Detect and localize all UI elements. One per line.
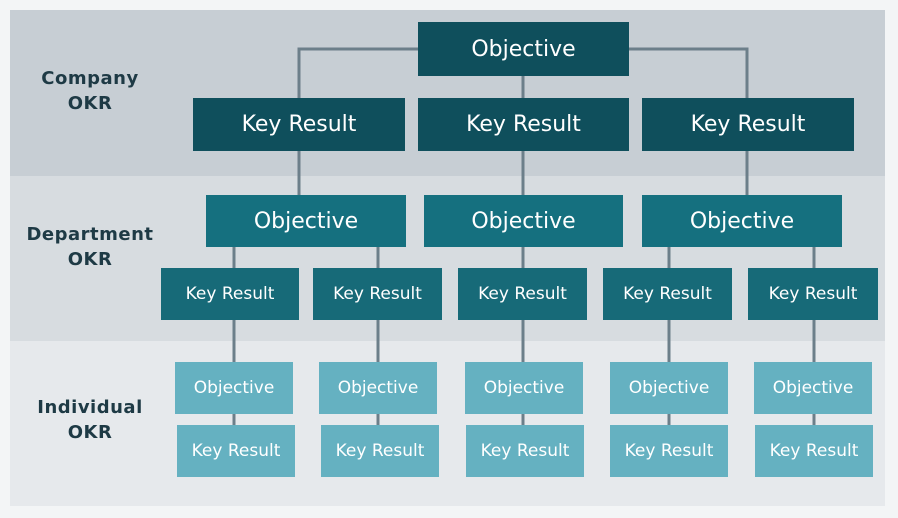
individual-objective-3: Objective [465,362,583,414]
department-key-result-3: Key Result [458,268,587,320]
individual-level-band [10,341,885,506]
connector-dept3-kr [667,247,816,268]
company-objective: Objective [418,22,629,76]
company-key-result-3: Key Result [642,98,854,151]
individual-key-result-4: Key Result [610,425,728,477]
department-objective-1: Objective [206,195,406,247]
connector-dept1-kr [232,247,380,268]
connector-company-right [629,47,749,98]
individual-objective-5: Objective [754,362,872,414]
individual-key-result-5: Key Result [755,425,873,477]
department-key-result-5: Key Result [748,268,878,320]
department-key-result-2: Key Result [313,268,442,320]
department-objective-3: Objective [642,195,842,247]
company-okr-label: Company OKR [41,68,139,114]
individual-key-result-2: Key Result [321,425,439,477]
individual-objective-2: Objective [319,362,437,414]
department-objective-2: Objective [424,195,623,247]
individual-objective-4: Objective [610,362,728,414]
company-key-result-2: Key Result [418,98,629,151]
individual-okr-label: Individual OKR [37,397,143,443]
department-key-result-1: Key Result [161,268,299,320]
individual-key-result-3: Key Result [466,425,584,477]
connector-company-left [297,47,418,98]
department-key-result-4: Key Result [603,268,732,320]
department-okr-label: Department OKR [26,224,154,270]
individual-objective-1: Objective [175,362,293,414]
individual-key-result-1: Key Result [177,425,295,477]
company-key-result-1: Key Result [193,98,405,151]
